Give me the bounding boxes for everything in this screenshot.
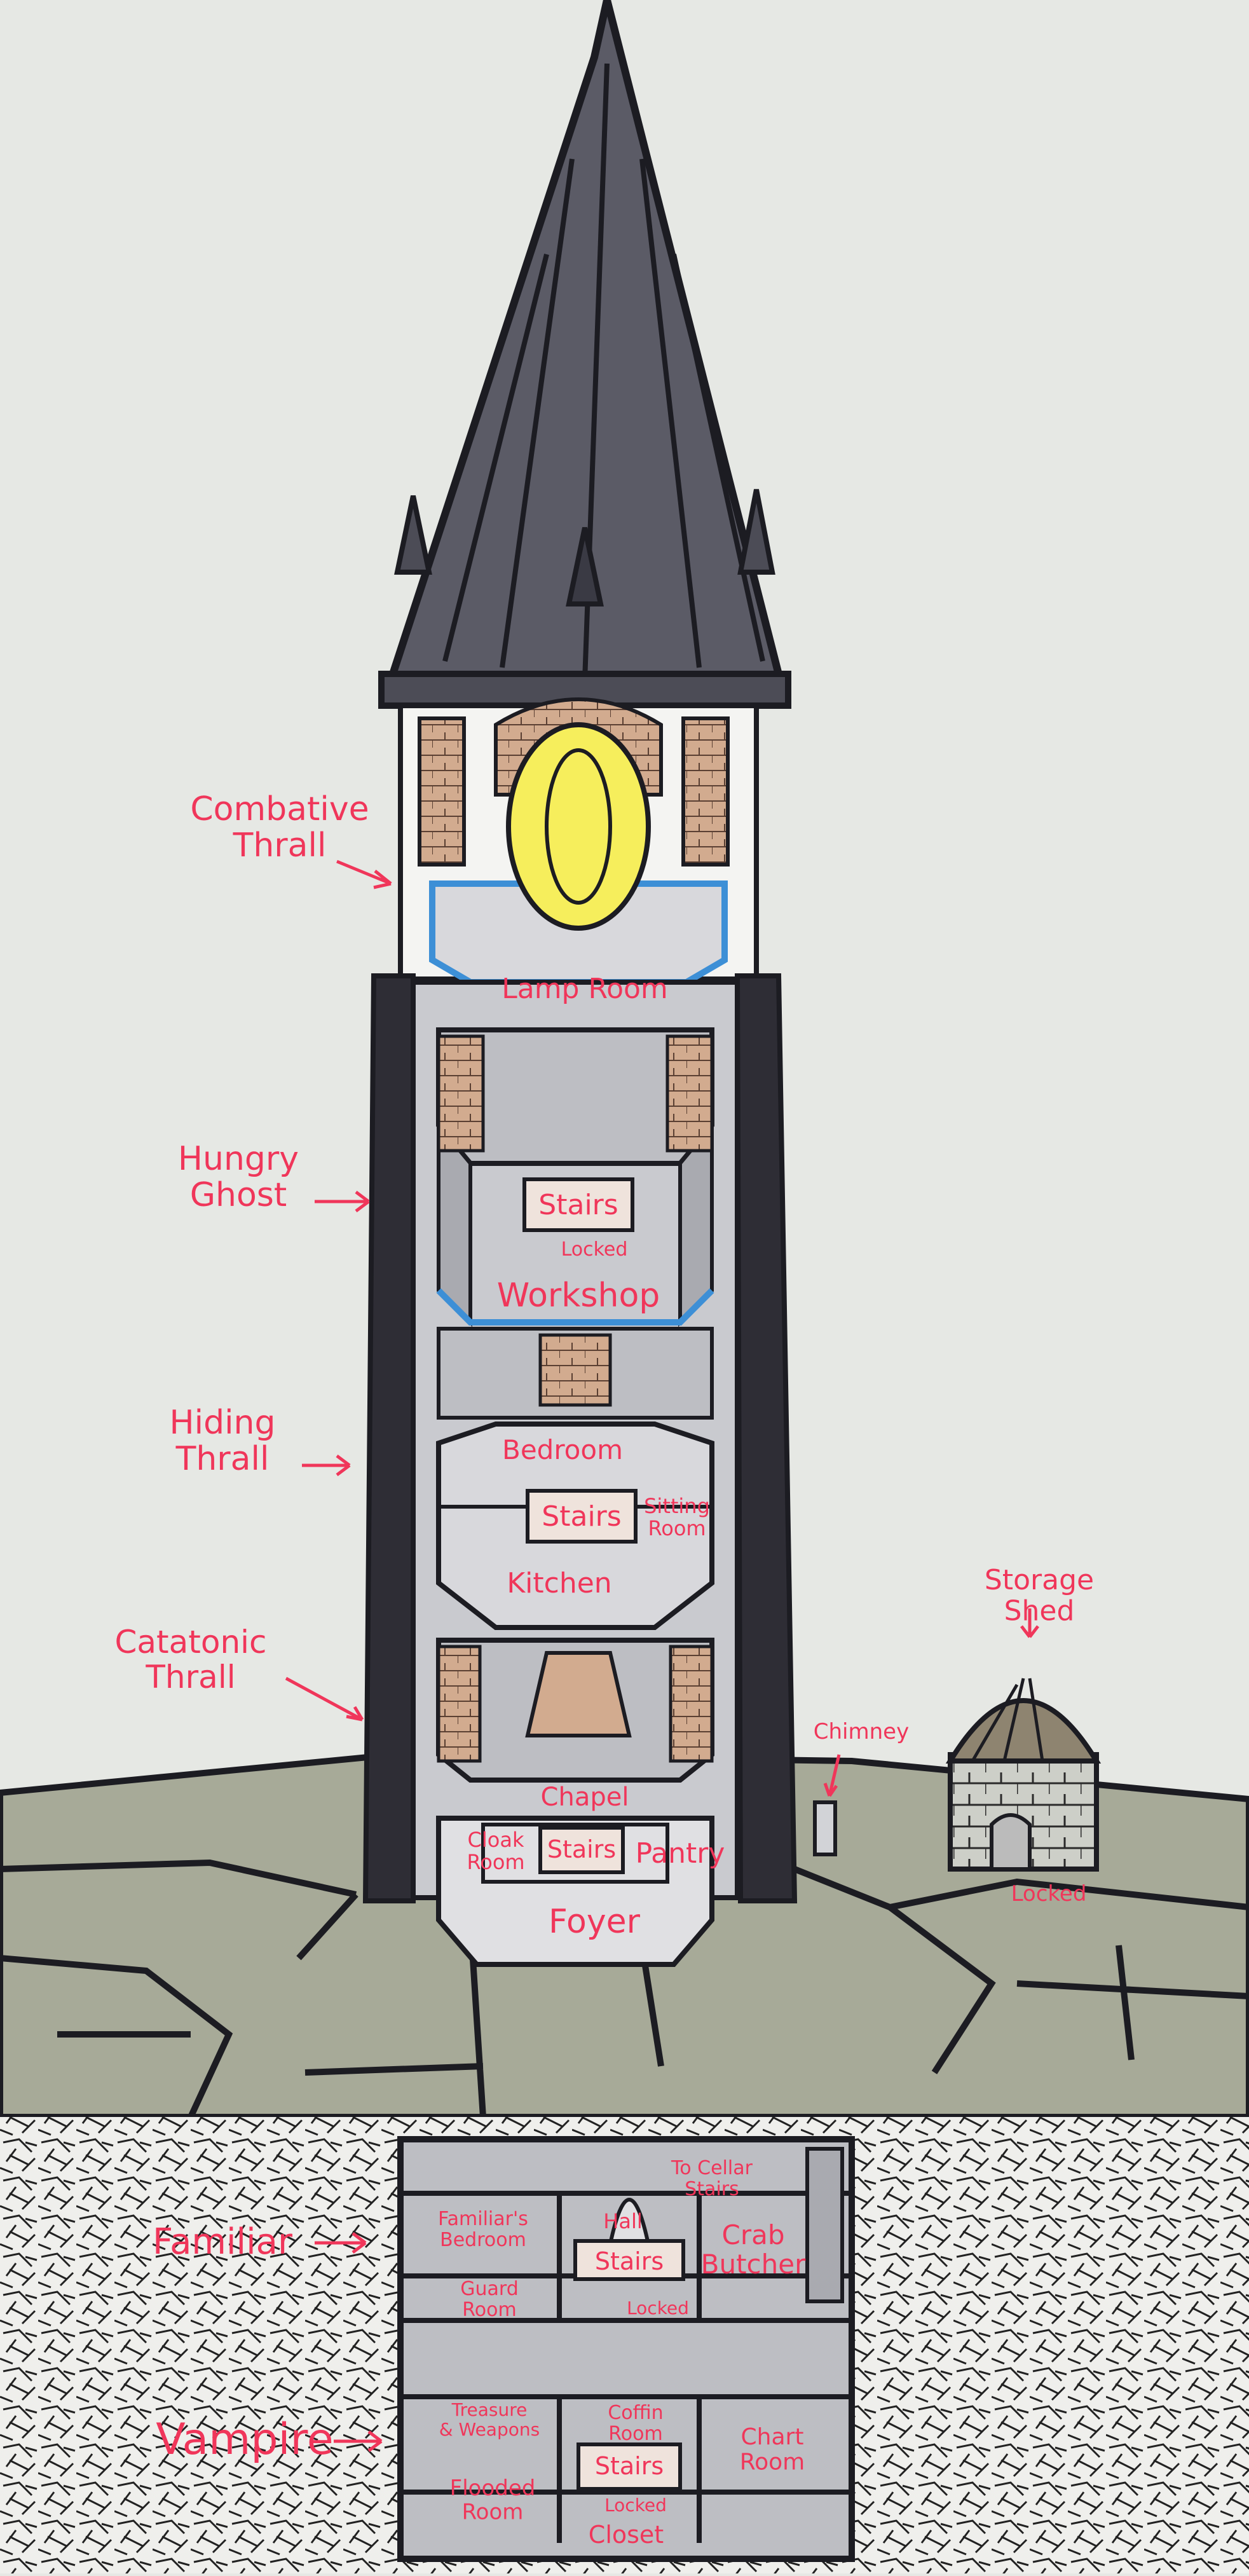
cellar-stairs-box — [573, 2239, 685, 2281]
tower-roof — [378, 0, 791, 709]
mid-stairs: Stairs — [542, 1500, 621, 1533]
cellar-hall: Hall — [603, 2209, 642, 2233]
room-pantry: Pantry — [636, 1837, 725, 1870]
workshop-locked: Locked — [561, 1238, 628, 1261]
ground-stairs: Stairs — [547, 1835, 616, 1863]
cellar-treasure-weapons: Treasure& Weapons — [439, 2399, 540, 2440]
lamp-icon — [506, 722, 651, 931]
tower-body — [362, 973, 798, 1967]
label-chimney: Chimney — [814, 1719, 909, 1744]
chimney-icon — [813, 1800, 837, 1856]
cellar-lower-stairs: Stairs — [595, 2452, 664, 2480]
room-bedroom: Bedroom — [502, 1434, 623, 1465]
room-kitchen: Kitchen — [507, 1567, 611, 1600]
lamp-room-level — [398, 697, 759, 985]
room-lamp-room: Lamp Room — [502, 973, 668, 1005]
callout-arrows — [285, 860, 1039, 2452]
label-vampire: Vampire — [156, 2415, 334, 2465]
room-workshop: Workshop — [497, 1277, 660, 1315]
mid-stairs-box — [526, 1489, 638, 1544]
cellar-locked: Locked — [627, 2298, 689, 2319]
cellar-stairs: Stairs — [595, 2247, 664, 2275]
room-foyer: Foyer — [549, 1903, 641, 1941]
cellar-lower-locked: Locked — [604, 2495, 667, 2516]
lower-stairs-box — [577, 2442, 682, 2491]
ground-stairs-box — [538, 1826, 625, 1874]
shed-locked: Locked — [1011, 1881, 1087, 1907]
workshop-stairs-box — [522, 1177, 634, 1232]
label-familiar: Familiar — [153, 2221, 293, 2263]
room-chapel: Chapel — [541, 1783, 629, 1812]
cellar-closet: Closet — [589, 2521, 664, 2549]
storage-shed-icon — [945, 1678, 1102, 1872]
workshop-stairs: Stairs — [538, 1189, 618, 1221]
